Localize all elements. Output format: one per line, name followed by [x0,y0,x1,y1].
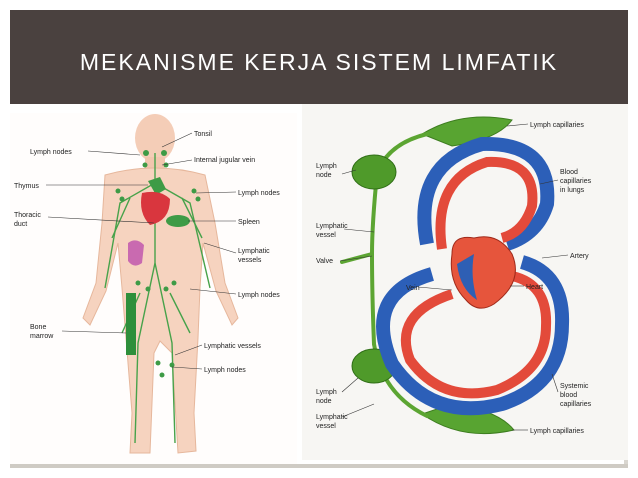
label-lymph-nodes-2: Lymph nodes [238,190,280,197]
lung-capillary-loop [417,136,555,251]
label-heart: Heart [526,284,543,291]
label-artery: Artery [570,253,589,260]
label-lymph-capillaries-2: Lymph capillaries [530,428,584,435]
label-lymph-node-2b: node [316,398,332,405]
label-lymphatic-vessel-2a: Lymphatic [316,414,348,421]
label-internal-jugular: Internal jugular vein [194,157,255,164]
label-lymph-nodes-4: Lymph nodes [204,367,246,374]
label-lymph-node-1a: Lymph [316,163,337,170]
label-spleen: Spleen [238,219,260,226]
label-lymphatic-vessels-2: vessels [238,257,262,264]
bone-marrow-shape [126,293,136,355]
label-lymph-nodes-1: Lymph nodes [30,149,72,156]
vein-shape [457,254,477,300]
circulation-illustration: Lymph capillaries Lymph node Blood capil… [302,104,628,460]
label-lymphatic-vessels-1: Lymphatic [238,248,270,255]
label-vein: Vein [406,285,420,292]
thymus-shape [148,177,166,195]
label-thoracic-duct-1: Thoracic [14,212,41,219]
label-lymph-capillaries-1: Lymph capillaries [530,122,584,129]
title-bar: MEKANISME KERJA SISTEM LIMFATIK [10,10,628,104]
label-blood-capillaries-1: Blood [560,169,578,176]
circulation-diagram-svg: Lymph capillaries Lymph node Blood capil… [316,116,592,435]
label-systemic-3: capillaries [560,401,592,408]
intestine-shape [128,240,144,266]
label-systemic-1: Systemic [560,383,589,390]
body-lymphatic-illustration: Tonsil Lymph nodes Internal jugular vein… [10,113,297,465]
label-lymphatic-vessel-1a: Lymphatic [316,223,348,230]
label-blood-capillaries-3: in lungs [560,187,585,194]
label-pointers [339,123,569,431]
lymph-node-top [351,154,397,190]
label-lymph-node-1b: node [316,172,332,179]
label-tonsil: Tonsil [194,131,212,138]
label-systemic-2: blood [560,392,577,399]
label-lymphatic-vessel-2b: vessel [316,423,336,430]
label-thymus: Thymus [14,183,39,190]
heart-shape [141,191,170,225]
label-bone-marrow-2: marrow [30,333,54,340]
systemic-capillary-loop [376,255,570,416]
label-valve: Valve [316,258,333,265]
label-lymphatic-vessels-3: Lymphatic vessels [204,343,261,350]
label-blood-capillaries-2: capillaries [560,178,592,185]
body-diagram-svg: Tonsil Lymph nodes Internal jugular vein… [14,114,280,454]
label-lymph-nodes-3: Lymph nodes [238,292,280,299]
label-lymphatic-vessel-1b: vessel [316,232,336,239]
slide-title: MEKANISME KERJA SISTEM LIMFATIK [79,49,559,75]
lymph-node-dots [115,150,201,378]
label-thoracic-duct-2: duct [14,221,27,228]
label-pointers [46,132,237,370]
bottom-frame-edge [10,464,628,468]
spleen-shape [166,215,190,227]
label-lymph-node-2a: Lymph [316,389,337,396]
label-bone-marrow-1: Bone [30,324,46,331]
